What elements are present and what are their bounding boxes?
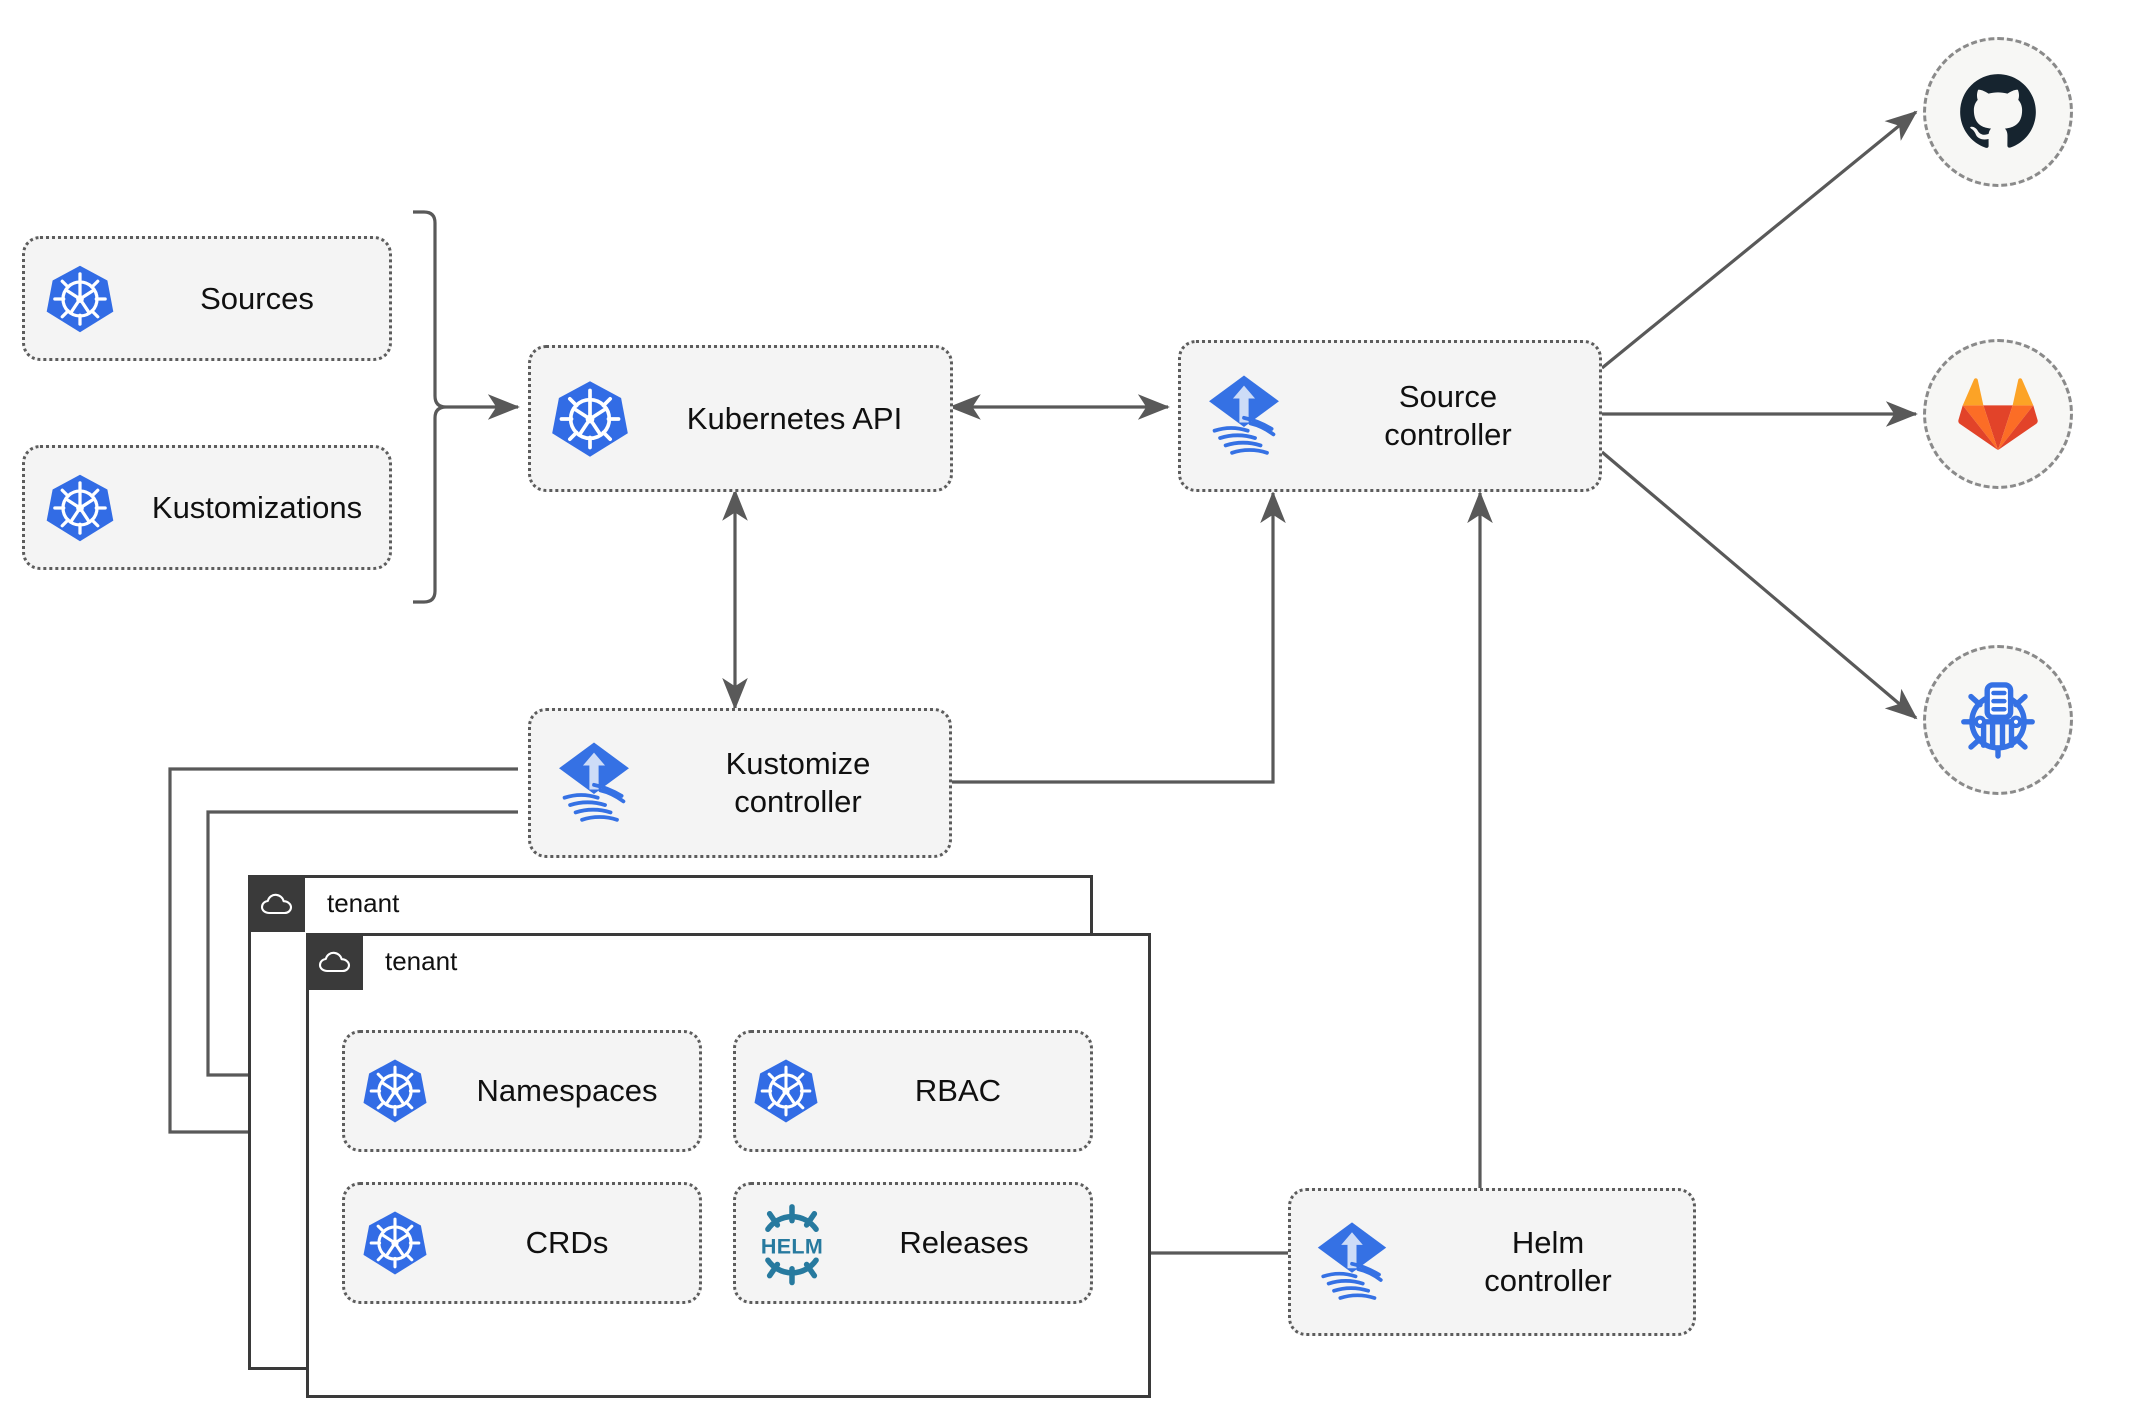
kubernetes-icon <box>531 377 649 461</box>
provider-circle-helm-repo[interactable] <box>1923 645 2073 795</box>
controller-node-source-controller[interactable]: Source controller <box>1178 340 1602 492</box>
resource-label: Sources <box>200 280 314 316</box>
gitlab-icon <box>1958 378 2038 451</box>
flux-icon <box>531 737 657 829</box>
tenant-inner-label: tenant <box>385 946 458 976</box>
kubernetes-icon <box>25 262 135 336</box>
provider-circle-gitlab[interactable] <box>1923 339 2073 489</box>
controller-node-kustomize-controller[interactable]: Kustomize controller <box>528 708 952 858</box>
tenant-resource-releases[interactable]: HELM Releases <box>733 1182 1093 1304</box>
controller-node-kubernetes-api[interactable]: Kubernetes API <box>528 345 953 492</box>
edge-source-to-helm-repo <box>1600 450 1918 720</box>
tenant-resource-namespaces[interactable]: Namespaces <box>342 1030 702 1152</box>
helm-icon: HELM <box>736 1200 848 1286</box>
kubernetes-icon <box>345 1056 445 1126</box>
tenant-resource-label: Namespaces <box>476 1073 658 1109</box>
edge-resources-bracket <box>413 210 447 604</box>
edge-kustomize-to-source <box>952 491 1286 784</box>
kubernetes-icon <box>345 1208 445 1278</box>
tenant-inner-container[interactable]: tenant <box>306 933 1151 1398</box>
resource-node-kustomizations[interactable]: Kustomizations <box>22 445 392 570</box>
svg-text:HELM: HELM <box>761 1234 823 1258</box>
resource-node-sources[interactable]: Sources <box>22 236 392 361</box>
controller-label: Source controller <box>1384 379 1512 452</box>
controller-label: Kustomize controller <box>725 746 871 819</box>
edge-source-to-github <box>1600 110 1918 370</box>
kubernetes-icon <box>736 1056 836 1126</box>
resource-label: Kustomizations <box>151 489 363 525</box>
tenant-resource-label: Releases <box>899 1225 1029 1261</box>
tenant-resource-rbac[interactable]: RBAC <box>733 1030 1093 1152</box>
tenant-resource-label: CRDs <box>525 1225 609 1261</box>
cloud-icon <box>248 875 305 932</box>
tenant-resource-label: RBAC <box>914 1073 1002 1109</box>
helm-repo-icon <box>1961 682 2035 759</box>
flux-icon <box>1291 1217 1413 1307</box>
controller-node-helm-controller[interactable]: Helm controller <box>1288 1188 1696 1336</box>
tenant-outer-header: tenant <box>248 875 399 932</box>
provider-circle-github[interactable] <box>1923 37 2073 187</box>
tenant-outer-label: tenant <box>327 888 400 918</box>
controller-label: Kubernetes API <box>686 400 903 436</box>
github-icon <box>1960 74 2036 148</box>
tenant-inner-header: tenant <box>306 933 457 990</box>
cloud-icon <box>306 933 363 990</box>
flux-icon <box>1181 370 1307 462</box>
tenant-resource-crds[interactable]: CRDs <box>342 1182 702 1304</box>
kubernetes-icon <box>25 471 135 545</box>
controller-label: Helm controller <box>1484 1225 1612 1298</box>
